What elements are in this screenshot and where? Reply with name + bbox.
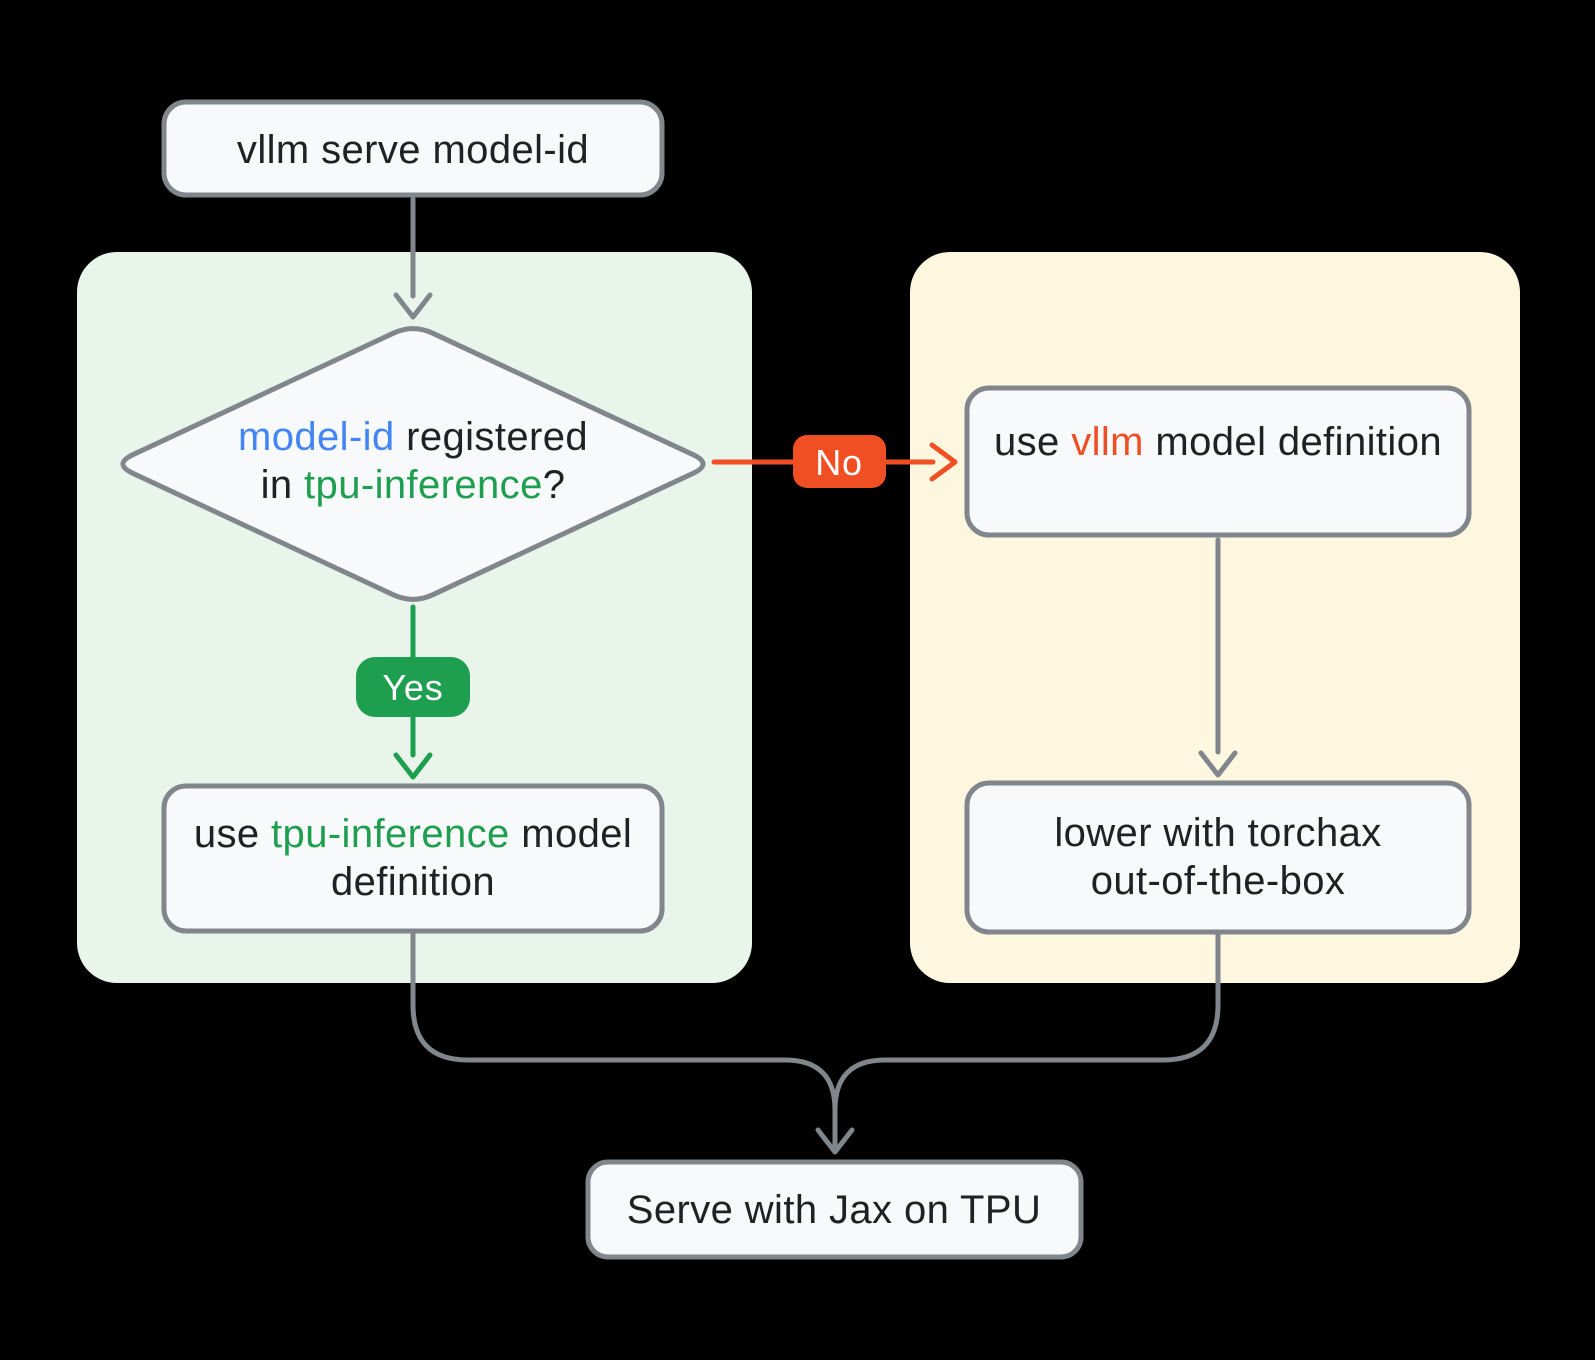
decision-in-text: in bbox=[261, 463, 304, 507]
decision-diamond bbox=[120, 326, 706, 602]
torchax-label-line2: out-of-the-box bbox=[1091, 859, 1346, 903]
decision-registered-text: registered bbox=[395, 415, 588, 459]
tpu-rest-text: model bbox=[510, 812, 632, 856]
decision-label-line2: in tpu-inference? bbox=[261, 463, 566, 507]
arrowhead-start-to-decision bbox=[393, 292, 433, 320]
vllm-highlight-text: vllm bbox=[1071, 420, 1144, 464]
torchax-label-line1: lower with torchax bbox=[1054, 811, 1381, 855]
no-badge bbox=[793, 435, 886, 488]
vllm-use-text: use bbox=[994, 420, 1071, 464]
vllm-rest-text: model definition bbox=[1144, 420, 1442, 464]
tpu-inference-model-definition-node bbox=[161, 783, 665, 934]
decision-question-mark: ? bbox=[543, 463, 566, 507]
tpu-node-label-line1: use tpu-inference model bbox=[194, 812, 632, 856]
arrowhead-vllm-to-torchax bbox=[1198, 750, 1238, 778]
end-node-label: Serve with Jax on TPU bbox=[627, 1188, 1042, 1232]
torchax-node bbox=[964, 780, 1472, 935]
decision-model-id-text: model-id bbox=[238, 415, 395, 459]
tpu-highlight-text: tpu-inference bbox=[271, 812, 510, 856]
tpu-node-label-line2: definition bbox=[331, 860, 495, 904]
decision-tpu-inference-text: tpu-inference bbox=[304, 463, 543, 507]
arrowhead-merge-to-end bbox=[815, 1127, 855, 1155]
yes-badge-label: Yes bbox=[382, 667, 443, 708]
vllm-model-definition-label: use vllm model definition bbox=[994, 420, 1442, 464]
vllm-model-definition-node bbox=[964, 385, 1472, 538]
start-node-label: vllm serve model-id bbox=[237, 128, 589, 172]
yes-badge bbox=[356, 657, 470, 717]
end-node bbox=[585, 1159, 1084, 1260]
edge-left-to-end bbox=[410, 928, 838, 1148]
start-node bbox=[161, 99, 665, 198]
edge-right-to-end bbox=[832, 929, 1221, 1113]
arrowhead-no bbox=[929, 442, 958, 482]
decision-label-line1: model-id registered bbox=[238, 415, 588, 459]
tpu-use-text: use bbox=[194, 812, 271, 856]
no-badge-label: No bbox=[815, 442, 863, 483]
arrowhead-yes bbox=[393, 752, 433, 780]
